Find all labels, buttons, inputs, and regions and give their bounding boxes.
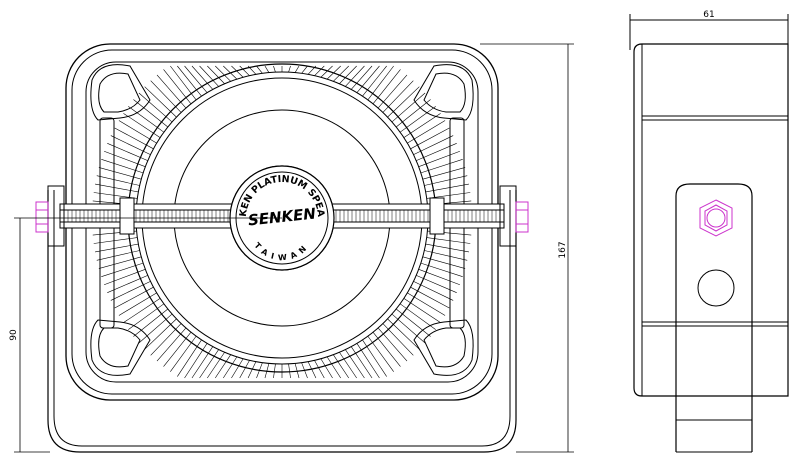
dim-side-width: 61 (703, 10, 714, 20)
dim-total-height: 167 (558, 241, 568, 258)
side-bolt (699, 199, 733, 237)
right-bolt (515, 201, 529, 233)
dimension-lines-front (14, 43, 574, 453)
side-view (629, 14, 789, 453)
mount-bar-hatch (63, 210, 497, 222)
u-bracket (47, 190, 517, 453)
corner-brackets (90, 64, 474, 376)
front-view (47, 43, 517, 453)
left-bolt (35, 201, 49, 233)
side-bracket (675, 183, 753, 452)
side-mount-hole (697, 269, 735, 307)
dim-mount-height: 90 (9, 329, 19, 341)
side-housing (633, 43, 789, 397)
